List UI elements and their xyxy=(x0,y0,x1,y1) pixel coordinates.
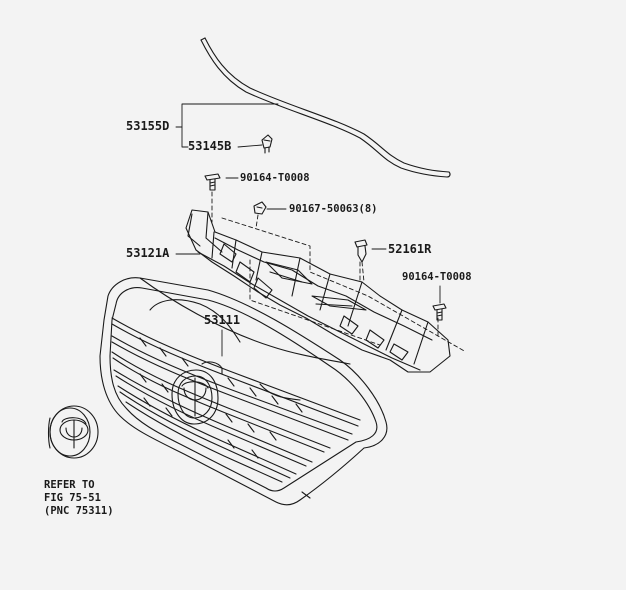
grille-support-53121a xyxy=(185,209,451,373)
reference-note-line1: REFER TO xyxy=(44,479,95,491)
part-label-53155d: 53155D xyxy=(126,119,170,133)
part-label-53121a: 53121A xyxy=(126,246,170,260)
part-label-52161r: 52161R xyxy=(388,242,432,256)
screw-90164-lower xyxy=(432,285,447,321)
part-label-53111: 53111 xyxy=(204,313,241,327)
reference-note-line2: FIG 75-51 xyxy=(44,492,101,504)
clip-52161r xyxy=(354,239,387,283)
reference-note-line3: (PNC 75311) xyxy=(44,505,114,517)
screw-90164-upper xyxy=(204,173,239,223)
radiator-grille-53111 xyxy=(99,277,388,506)
reference-dashes xyxy=(221,217,467,353)
leader-53155d xyxy=(175,103,279,148)
part-label-90167: 90167-50063(8) xyxy=(289,203,378,215)
front-emblem xyxy=(47,405,99,459)
clip-90167 xyxy=(253,201,287,229)
hood-seal-strip xyxy=(200,37,451,178)
part-label-90164-upper: 90164-T0008 xyxy=(240,172,310,184)
part-label-53145b: 53145B xyxy=(188,139,232,153)
clip-53145b xyxy=(261,134,273,154)
part-label-90164-lower: 90164-T0008 xyxy=(402,271,472,283)
